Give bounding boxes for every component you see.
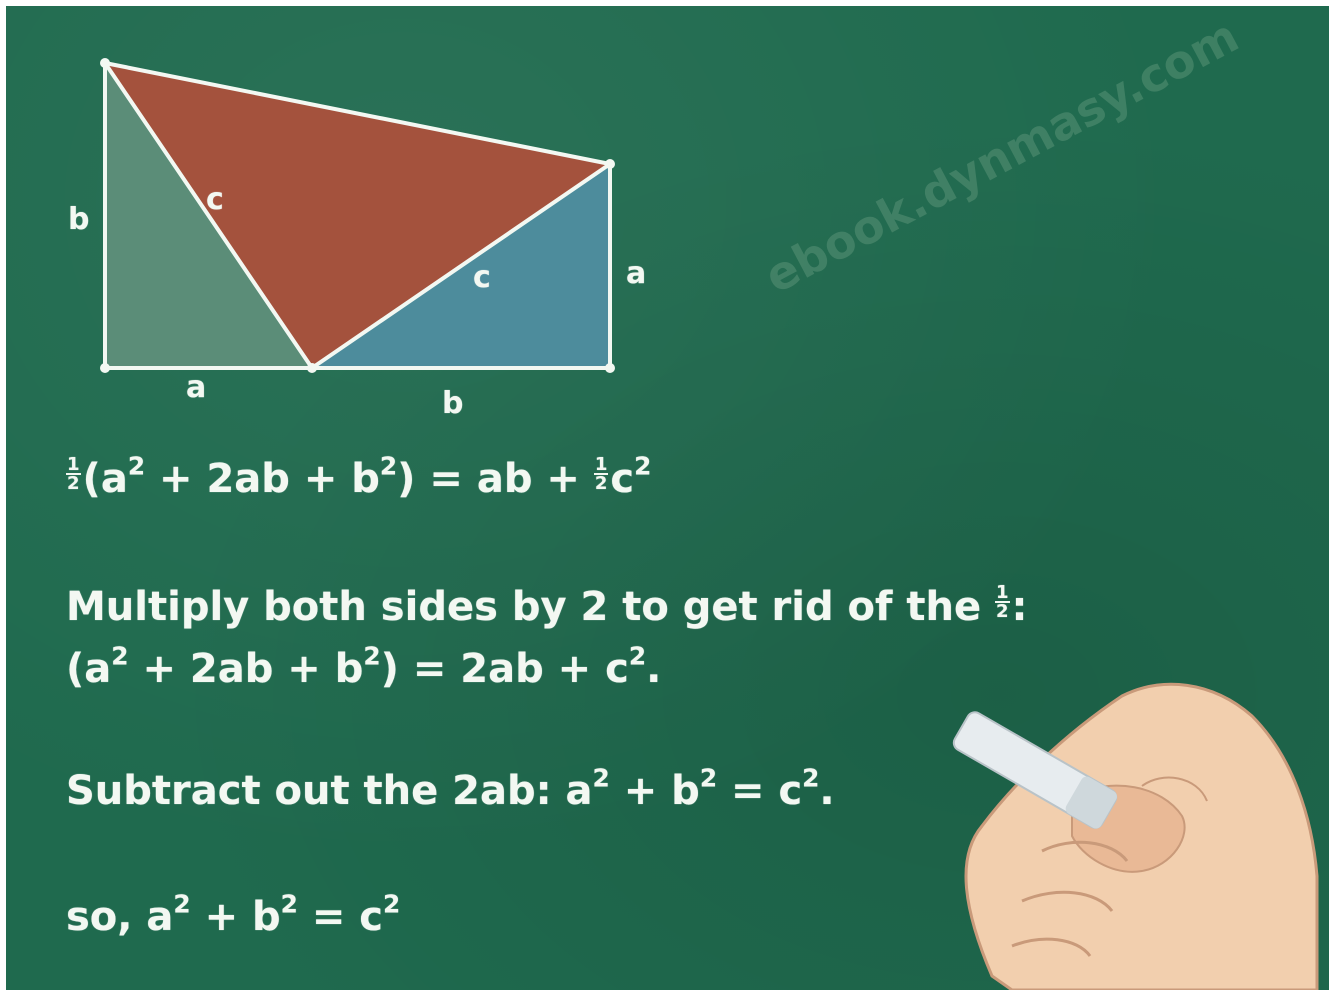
label-hyp-left-c: c: [206, 182, 224, 217]
equation-line-4: Subtract out the 2ab: a2 + b2 = c2.: [66, 763, 835, 814]
equation-line-5: so, a2 + b2 = c2: [66, 889, 401, 940]
label-bottom-b: b: [442, 386, 464, 421]
top-edge: [103, 61, 612, 166]
chalk-hand-icon: [952, 682, 1319, 990]
label-left-b: b: [68, 202, 90, 237]
label-hyp-right-c: c: [473, 260, 491, 295]
hypotenuse-right: [310, 162, 612, 370]
equation-line-3: (a2 + 2ab + b2) = 2ab + c2.: [66, 641, 662, 692]
label-bottom-a: a: [186, 370, 207, 405]
label-right-a: a: [626, 256, 647, 291]
equation-line-2: Multiply both sides by 2 to get rid of t…: [66, 582, 1028, 630]
hypotenuse-left: [103, 61, 314, 370]
trapezoid-diagram: [100, 58, 615, 373]
